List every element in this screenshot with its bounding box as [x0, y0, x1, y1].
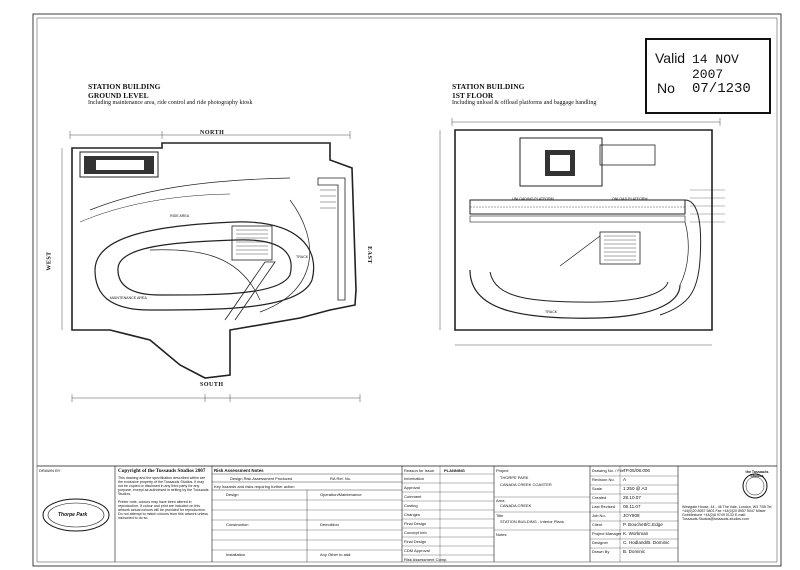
field-key: Last Revised	[592, 504, 616, 509]
field-value: K. Workman	[623, 531, 649, 536]
notes-label: Notes	[496, 532, 507, 537]
risk-row-demolition: Demolition	[320, 522, 339, 527]
issue-row: Final Design	[404, 521, 427, 526]
risk-title: Risk Assessment Notes	[214, 468, 264, 473]
copyright-title: Copyright of the Tussauds Studios 2007	[118, 468, 206, 474]
field-value: P. Bouchett/C.Edge	[623, 522, 663, 527]
field-key: Revision No.	[592, 477, 615, 482]
issue-row: Costing	[404, 503, 418, 508]
field-value: JOY808	[623, 513, 640, 518]
field-value: 1:250 @ A3	[623, 486, 648, 491]
validation-stamp: Valid 14 NOV 2007 No 07/1230	[645, 38, 771, 114]
ground-track-label: TRACK	[296, 255, 309, 259]
issue-row: CDM Approval	[404, 548, 430, 553]
issue-row: Risk Assessment Comp.	[404, 557, 448, 562]
first-level: 1ST FLOOR	[452, 91, 494, 100]
field-value: A	[623, 477, 627, 482]
park-logo-text: Thorpe Park	[58, 512, 88, 518]
issue-row: Final Design	[404, 539, 427, 544]
field-key: Project Manager	[592, 531, 622, 536]
stamp-no-value: 07/1230	[692, 81, 751, 97]
copyright-text-2: Printer note, colours may have been alte…	[118, 500, 208, 520]
unload-label: UNLOADING PLATFORM	[512, 197, 554, 201]
issue-row: Concept Info	[404, 530, 427, 535]
risk-header: Design Risk Assessment Produced	[230, 476, 293, 481]
issue-row: Information	[404, 476, 425, 481]
stamp-no-label: No	[657, 80, 675, 96]
studio-address: Westgate House, 44 - 46 The Vale, London…	[682, 505, 772, 521]
field-key: Scale	[592, 486, 603, 491]
area-value: CANADA CREEK	[500, 503, 532, 508]
risk-row-design: Design	[226, 492, 239, 497]
ground-title: STATION BUILDING	[88, 82, 161, 91]
project-line-1: THORPE PARK	[500, 475, 529, 480]
title-label: Title	[496, 513, 504, 518]
title-value: STATION BUILDING - Interior Plans	[500, 519, 564, 524]
drawn-label: DRAWN BY	[39, 468, 61, 473]
field-key: Drawing No. / File	[592, 468, 624, 473]
field-key: Client	[592, 522, 603, 527]
risk-key: Key hazards and risks requiring further …	[214, 484, 295, 489]
stamp-valid-date: 14 NOV 2007	[692, 52, 739, 82]
field-key: Job No.	[592, 513, 606, 518]
onload-label: ONLOAD PLATFORM	[612, 197, 648, 201]
tussauds-logo-text: the Tussauds Studios	[745, 470, 769, 478]
south-label: SOUTH	[200, 382, 224, 388]
copyright-text: This drawing and the specification descr…	[118, 476, 209, 496]
ride-area-label: RIDE AREA	[170, 214, 190, 218]
issue-row: Approval	[404, 485, 420, 490]
first-title: STATION BUILDING	[452, 82, 525, 91]
title-block-grid	[37, 465, 777, 562]
thorpe-park-logo	[42, 498, 110, 532]
risk-ref: RA Ref. No.	[330, 476, 352, 481]
field-value: 06.11.07	[623, 504, 641, 509]
risk-row-other: Any Other to add:	[320, 552, 352, 557]
ground-level: GROUND LEVEL	[88, 91, 149, 100]
first-track-label: TRACK	[545, 310, 558, 314]
maintenance-label: MAINTENANCE AREA	[110, 296, 147, 300]
ground-level-plan	[61, 131, 361, 402]
ground-caption: Including maintenance area, ride control…	[88, 100, 253, 106]
area-label: Area	[496, 498, 505, 503]
copyright-block: Copyright of the Tussauds Studios 2007 T…	[118, 468, 210, 520]
issue-row: Comment	[404, 494, 422, 499]
west-label: WEST	[46, 251, 53, 271]
risk-row-installation: Installation	[226, 552, 246, 557]
risk-row-construction: Construction	[226, 522, 249, 527]
risk-row-operation: Operation/Maintenance	[320, 492, 362, 497]
north-label: NORTH	[200, 130, 225, 136]
status-value: PLANNING	[444, 468, 465, 473]
east-label: EAST	[365, 246, 372, 264]
field-value: 28.10.07	[623, 495, 641, 500]
project-line-2: CANADA CREEK COASTER	[500, 482, 552, 487]
field-value: B. Dominic	[623, 549, 646, 554]
project-label: Project	[496, 468, 509, 473]
first-caption: Including unload & offload platforms and…	[452, 100, 597, 106]
status-label: Reason for Issue	[404, 468, 435, 473]
stamp-valid-label: Valid	[655, 50, 686, 66]
field-key: Drawn By	[592, 549, 610, 554]
issue-row: Changes	[404, 512, 421, 517]
ground-heading: STATION BUILDING GROUND LEVEL Including …	[88, 82, 308, 107]
tussauds-logo	[742, 473, 768, 499]
first-floor-plan	[439, 118, 725, 346]
field-value: C. Hodland/B. Dominic	[623, 540, 670, 545]
field-key: Created	[592, 495, 607, 500]
field-value: TP.05/08.006	[623, 468, 650, 473]
field-key: Designer	[592, 540, 609, 545]
first-heading: STATION BUILDING 1ST FLOOR Including unl…	[452, 82, 672, 107]
